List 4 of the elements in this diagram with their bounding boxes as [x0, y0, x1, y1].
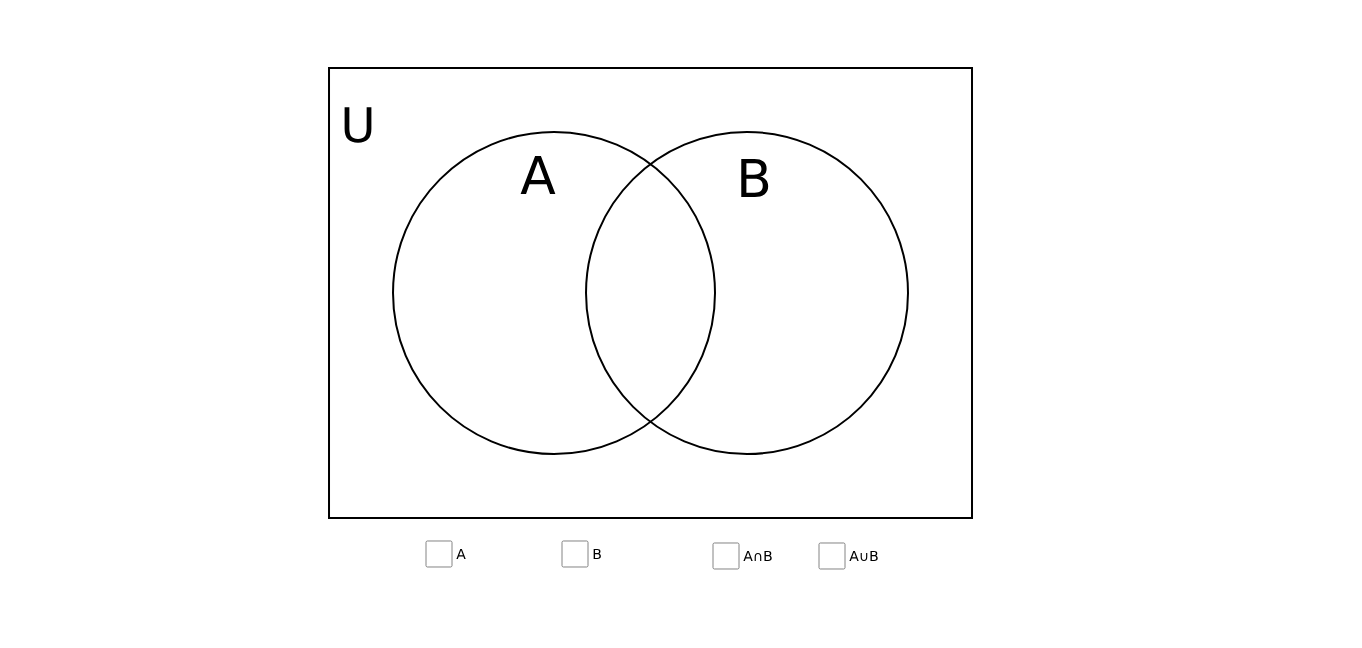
checkbox-label: A∪B	[849, 550, 878, 562]
checkbox-label: B	[593, 548, 601, 560]
checkbox-label: A	[456, 548, 466, 560]
checkbox-label: A∩B	[743, 550, 772, 562]
